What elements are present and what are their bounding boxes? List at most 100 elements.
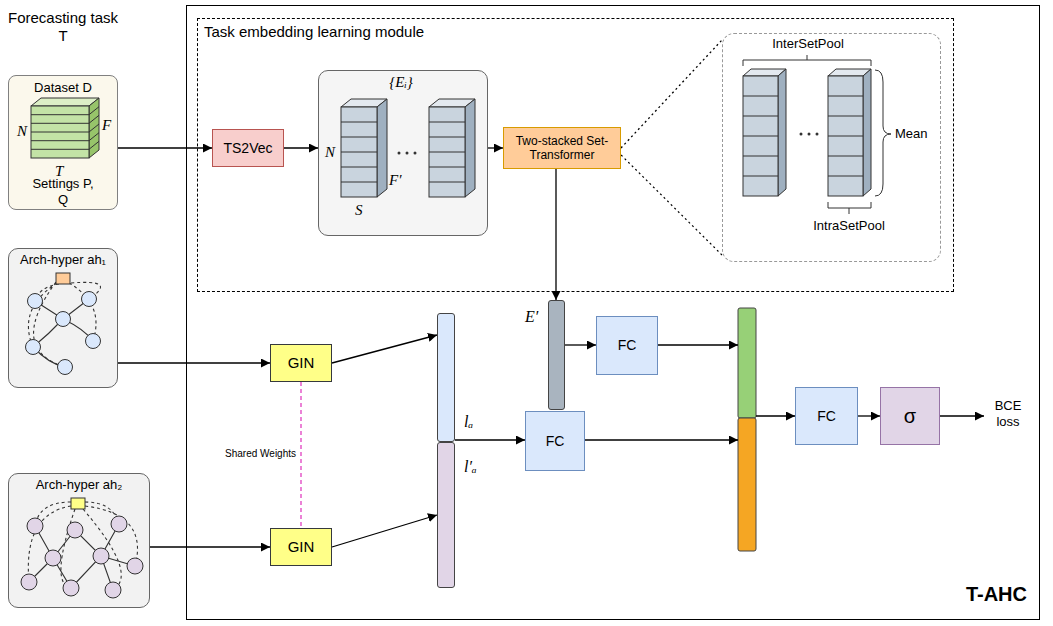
architecture-graph [9, 249, 117, 387]
fc-layer: FC [795, 387, 858, 445]
connector [858, 415, 880, 416]
node-label: Settings P, Q [29, 176, 97, 207]
node-label: Mean [895, 126, 928, 142]
flow-arrow [658, 344, 738, 345]
node-label: InterSetPool [763, 36, 853, 52]
connector [332, 515, 437, 547]
process-box: TS2Vec [212, 129, 284, 167]
drawing-rect [341, 107, 377, 197]
drawing-rect [828, 76, 863, 196]
pooling-panel: InterSetPoolIntraSetPool Mean [722, 33, 941, 262]
node-label: Arch-hyper ah₂ [9, 477, 149, 493]
drawing-rect [71, 498, 85, 509]
node-label: FC [817, 408, 836, 425]
node-label: σ [904, 404, 916, 428]
drawing-circle [21, 574, 37, 590]
arch-box: Arch-hyper ah₁ [8, 248, 118, 388]
drawing-path [429, 122, 465, 182]
drawing-path [341, 122, 377, 182]
flow-arrow [756, 415, 795, 416]
drawing-circle [63, 580, 79, 596]
drawing-circle [105, 582, 121, 598]
node-label: FC [618, 337, 637, 354]
vector-bar: lₐ [437, 313, 455, 442]
encoder-box: GIN [270, 528, 332, 566]
node-label: T-AHC [927, 582, 1027, 606]
embedding-panel: {Eᵢ}NSF′ [318, 70, 488, 236]
math-label: N [325, 143, 335, 161]
process-box: Two-stacked Set-Transformer [503, 127, 621, 169]
drawing-g [26, 292, 101, 375]
drawing-g [118, 40, 880, 547]
drawing-path [31, 115, 89, 150]
math-label: E′ [525, 307, 538, 326]
drawing-circle [111, 516, 127, 532]
drawing-polygon [778, 69, 786, 196]
connector [488, 147, 503, 148]
math-label: F [102, 116, 111, 134]
node-label: Two-stacked Set-Transformer [504, 134, 620, 163]
drawing-polygon [377, 99, 387, 197]
connector [455, 439, 525, 440]
drawing-circle [45, 550, 61, 566]
drawing-path [828, 96, 863, 176]
drawing-polygon [89, 98, 99, 158]
drawing-circle [28, 294, 43, 309]
drawing-path [875, 70, 891, 196]
node-label: Arch-hyper ah₁ [9, 252, 117, 268]
connector [150, 546, 270, 547]
node-label: GIN [288, 354, 315, 372]
drawing-g [28, 502, 137, 590]
flow-arrow [940, 415, 984, 416]
node-label: TS2Vec [223, 140, 272, 157]
connector [332, 335, 437, 363]
output-label: BCE loss [988, 398, 1028, 429]
drawing-path [28, 502, 137, 590]
activation-box: σ [880, 387, 940, 445]
drawing-path [28, 282, 100, 367]
connector [300, 382, 301, 528]
connector [621, 40, 722, 148]
drawing-path [828, 202, 871, 214]
arch-box: Arch-hyper ah₂ [8, 473, 150, 608]
math-label: N [17, 122, 27, 140]
fc-layer: FC [596, 316, 658, 375]
module-frame: TS2Vec {Eᵢ}NSF′Two-stacked Set-Transform… [197, 18, 954, 292]
node-label: IntraSetPool [803, 218, 895, 234]
drawing-g [21, 516, 143, 598]
concat-vector-top [738, 308, 756, 418]
drawing-rect [429, 107, 465, 197]
vector-bar: E′ [548, 300, 565, 410]
drawing-g [28, 282, 100, 367]
math-label: lₐ [464, 412, 473, 431]
drawing-circle [398, 152, 401, 155]
drawing-path [89, 107, 99, 150]
connector [555, 169, 556, 300]
concat-vector-bottom [738, 418, 756, 551]
drawing-polygon [465, 99, 475, 197]
edge-label: Shared Weights [222, 448, 296, 460]
drawing-rect [31, 106, 89, 158]
model-frame: TS2Vec {Eᵢ}NSF′Two-stacked Set-Transform… [186, 5, 1040, 620]
node-label: GIN [288, 538, 315, 556]
node-label: Task embedding learning module [204, 23, 484, 41]
math-label: S [355, 201, 363, 219]
embedding-cubes [319, 71, 487, 235]
drawing-path [743, 96, 778, 176]
drawing-circle [26, 340, 41, 355]
drawing-circle [86, 334, 101, 349]
connector [118, 362, 270, 363]
drawing-path [743, 55, 871, 66]
drawing-circle [82, 292, 97, 307]
node-label: Forecasting task T [4, 9, 122, 45]
encoder-box: GIN [270, 344, 332, 382]
drawing-circle [127, 558, 143, 574]
drawing-circle [406, 152, 409, 155]
node-label: FC [546, 433, 565, 450]
drawing-circle [93, 548, 109, 564]
drawing-circle [808, 133, 811, 136]
flow-arrow [585, 439, 738, 440]
dataset-box: Forecasting task TDataset DNTFSettings P… [8, 75, 118, 210]
fc-layer: FC [525, 411, 585, 471]
drawing-circle [800, 133, 803, 136]
